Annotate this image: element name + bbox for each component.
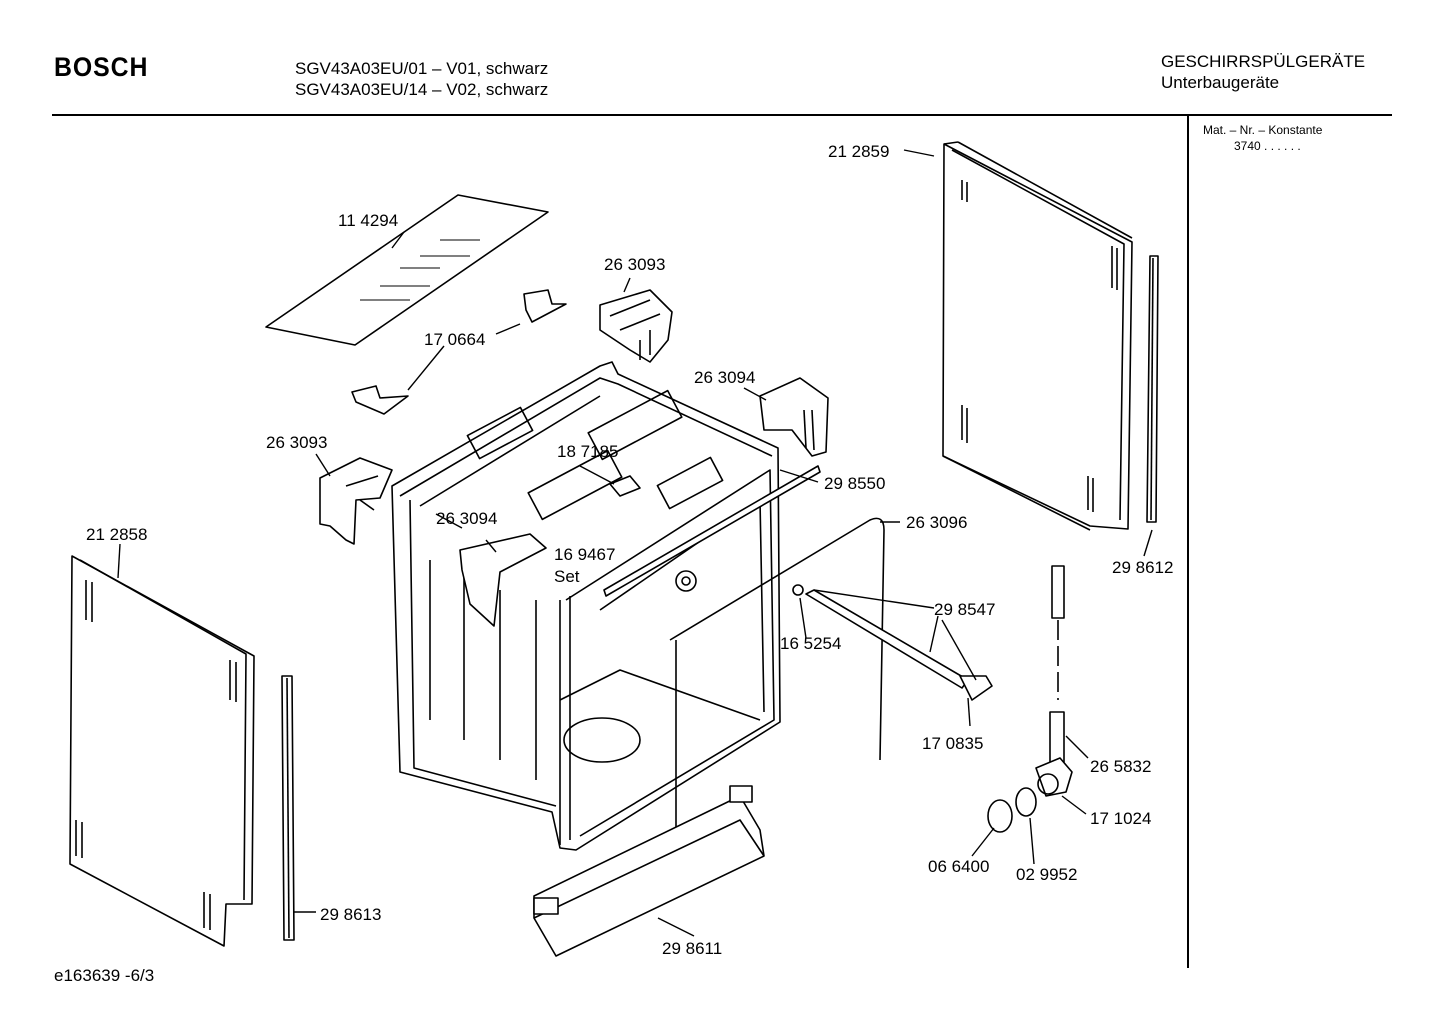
strip-29-8612 [1146, 255, 1159, 523]
latch-18-7185 [609, 475, 641, 497]
right-side-panel [942, 141, 1133, 531]
label-16-9467: 16 9467 [554, 545, 615, 564]
rail-29-8550 [603, 465, 821, 597]
label-11-4294: 11 4294 [338, 211, 398, 230]
label-29-8613: 29 8613 [320, 905, 381, 924]
label-17-0664: 17 0664 [424, 330, 485, 349]
clip-inner [459, 533, 547, 627]
header-divider [52, 114, 1392, 116]
model-line-2: SGV43A03EU/14 – V02, schwarz [295, 80, 549, 99]
label-29-8547: 29 8547 [934, 600, 995, 619]
label-29-8611: 29 8611 [662, 939, 722, 958]
spray-pipe [792, 584, 993, 701]
plinth [533, 785, 765, 957]
tub-body [391, 361, 781, 851]
label-26-3093-upper: 26 3093 [604, 255, 665, 274]
label-06-6400: 06 6400 [928, 857, 989, 876]
label-26-5832: 26 5832 [1090, 757, 1151, 776]
label-26-3094-upper: 26 3094 [694, 368, 755, 387]
document-code: e163639 -6/3 [54, 966, 155, 985]
label-29-8550: 29 8550 [824, 474, 885, 493]
bracket-upper [523, 289, 567, 323]
label-02-9952: 02 9952 [1016, 865, 1077, 884]
material-number-value: 3740 . . . . . . [1234, 139, 1301, 153]
label-17-0835: 17 0835 [922, 734, 983, 753]
left-side-panel [69, 555, 255, 947]
clip-upper-right [759, 377, 829, 457]
clip-upper [599, 289, 673, 363]
material-number-heading: Mat. – Nr. – Konstante [1203, 123, 1323, 137]
side-panel-divider [1187, 115, 1189, 968]
cap-06-6400 [987, 799, 1013, 833]
leader-lines [117, 149, 1153, 937]
clip-left [319, 457, 393, 545]
label-26-3096: 26 3096 [906, 513, 967, 532]
model-line-1: SGV43A03EU/01 – V01, schwarz [295, 59, 549, 78]
bracket-lower [351, 385, 409, 415]
label-16-5254: 16 5254 [780, 634, 841, 653]
seal-02-9952 [1015, 787, 1037, 817]
part-labels: 21 2859 11 4294 26 3093 17 0664 26 3094 … [86, 142, 1173, 958]
strip-29-8613 [281, 675, 295, 941]
label-18-7185: 18 7185 [557, 442, 618, 461]
label-21-2859: 21 2859 [828, 142, 889, 161]
brand-logo: BOSCH [54, 52, 149, 82]
top-cover-plate [265, 194, 549, 346]
label-26-3094-inner: 26 3094 [436, 509, 497, 528]
label-29-8612: 29 8612 [1112, 558, 1173, 577]
label-set: Set [554, 567, 580, 586]
label-21-2858: 21 2858 [86, 525, 147, 544]
category-title: GESCHIRRSPÜLGERÄTE [1161, 52, 1366, 71]
hose [1035, 565, 1073, 797]
label-26-3093-left: 26 3093 [266, 433, 327, 452]
label-17-1024: 17 1024 [1090, 809, 1151, 828]
category-subtitle: Unterbaugeräte [1161, 73, 1280, 92]
